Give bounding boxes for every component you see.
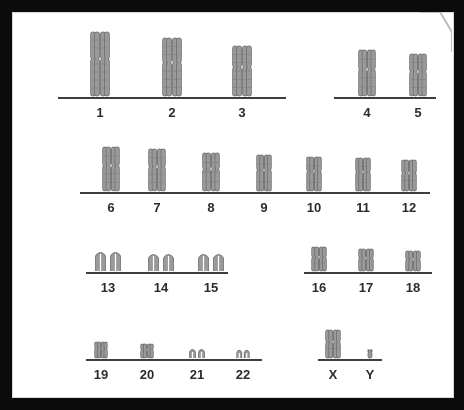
chromosome-label-14: 14 — [154, 280, 169, 295]
chromosome-group-g6: 19 20 21 22 — [86, 342, 262, 382]
chromosome-label-5: 5 — [414, 105, 421, 120]
chromosome-label-17: 17 — [359, 280, 373, 295]
chromosome-6 — [103, 147, 120, 191]
chromosome-label-7: 7 — [153, 200, 160, 215]
chromosome-4 — [359, 50, 376, 96]
chromosome-label-18: 18 — [406, 280, 420, 295]
chromosome-group-g5: 16 17 18 — [304, 247, 432, 295]
chromosome-label-16: 16 — [312, 280, 326, 295]
chromosome-group-g4: 13 14 15 — [86, 253, 228, 296]
chromosome-label-X: X — [329, 367, 338, 382]
chromosome-7 — [149, 149, 166, 191]
chromosome-16 — [312, 247, 327, 271]
chromosome-label-2: 2 — [168, 105, 175, 120]
chromosome-label-13: 13 — [101, 280, 115, 295]
chromosome-group-g3: 6 7 8 9 10 11 12 — [80, 147, 430, 215]
chromosome-12 — [402, 160, 417, 191]
chromosome-label-3: 3 — [238, 105, 245, 120]
chromosome-X — [326, 330, 341, 358]
chromosome-label-10: 10 — [307, 200, 321, 215]
chromosome-21 — [190, 350, 205, 359]
chromosome-13 — [96, 253, 121, 272]
chromosome-14 — [149, 255, 174, 272]
chromosome-label-9: 9 — [260, 200, 267, 215]
chromosome-label-21: 21 — [190, 367, 204, 382]
chromosome-17 — [359, 249, 374, 271]
chromosome-label-6: 6 — [107, 200, 114, 215]
chromosome-22 — [237, 350, 250, 358]
chromosome-label-8: 8 — [207, 200, 214, 215]
chromosome-Y — [368, 349, 372, 358]
chromosome-20 — [141, 344, 154, 358]
chromosome-label-15: 15 — [204, 280, 218, 295]
chromosome-label-22: 22 — [236, 367, 250, 382]
chromosome-11 — [356, 158, 371, 191]
chromosome-label-19: 19 — [94, 367, 108, 382]
chromosome-label-20: 20 — [140, 367, 154, 382]
chromosome-group-g1: 1 2 3 — [58, 32, 286, 120]
chromosome-label-1: 1 — [96, 105, 103, 120]
chromosome-10 — [307, 157, 322, 191]
chromosome-label-12: 12 — [402, 200, 416, 215]
chromosome-1 — [91, 32, 110, 96]
chromosome-9 — [257, 155, 272, 191]
chromosome-label-4: 4 — [363, 105, 371, 120]
chromosome-3 — [233, 46, 252, 96]
chromosome-15 — [199, 255, 224, 272]
chromosome-5 — [410, 54, 427, 96]
chromosome-8 — [203, 153, 220, 191]
chromosome-2 — [163, 38, 182, 96]
chromosome-label-Y: Y — [366, 367, 375, 382]
chromosome-19 — [95, 342, 108, 358]
chromosome-label-11: 11 — [356, 200, 370, 215]
chromosome-18 — [406, 251, 421, 271]
